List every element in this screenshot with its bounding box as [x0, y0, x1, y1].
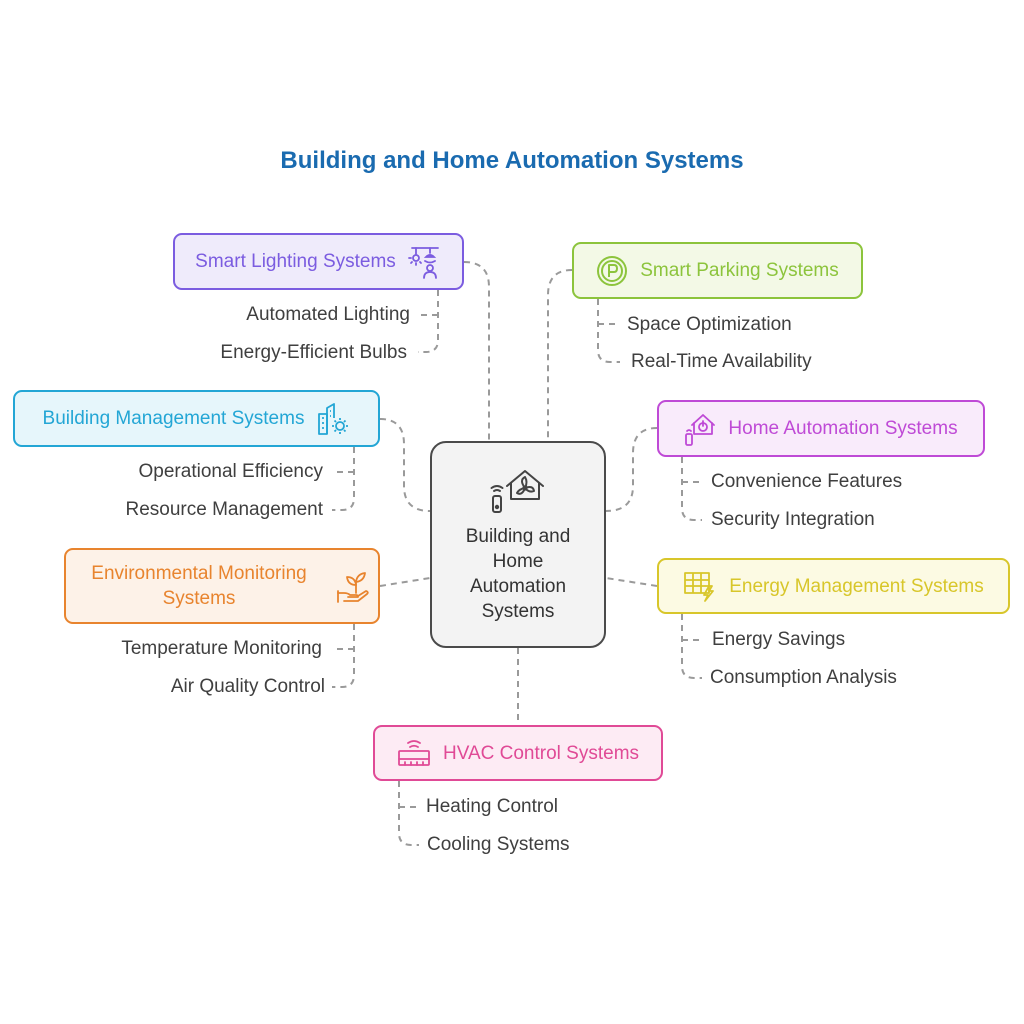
category-building-management: Building Management Systems — [13, 390, 380, 447]
connector-smart-parking — [547, 269, 573, 441]
connector-energy-management — [605, 577, 658, 587]
sub-item: Energy Savings — [712, 629, 846, 650]
sub-item: Consumption Analysis — [710, 667, 897, 688]
bracket-home-automation — [681, 457, 702, 521]
central-node: Building and Home Automation Systems — [430, 441, 606, 648]
building-gear-icon — [318, 402, 349, 435]
sub-item: Cooling Systems — [427, 834, 570, 855]
plant-hand-icon — [337, 572, 369, 603]
connector-environmental-monitoring — [379, 577, 431, 587]
category-smart-parking: Smart Parking Systems — [572, 242, 863, 299]
smart-lighting-icon — [407, 246, 439, 279]
sub-item: Security Integration — [711, 509, 875, 530]
category-label: Smart Parking Systems — [640, 260, 839, 281]
sub-item: Resource Management — [125, 499, 324, 520]
sub-item: Energy-Efficient Bulbs — [220, 342, 407, 363]
sub-item: Real-Time Availability — [631, 351, 812, 372]
category-smart-lighting: Smart Lighting Systems — [173, 233, 464, 290]
smart-home-fan-icon — [490, 469, 544, 513]
bracket-building-management — [332, 447, 355, 511]
central-node-label: Building and Home Automation Systems — [465, 525, 571, 622]
bracket-smart-lighting — [418, 290, 439, 353]
parking-icon — [597, 255, 628, 286]
sub-item: Automated Lighting — [246, 304, 410, 325]
category-environmental-monitoring: Environmental Monitoring Systems — [64, 548, 380, 624]
sub-item: Operational Efficiency — [138, 461, 323, 482]
sub-item: Heating Control — [426, 796, 559, 817]
category-label: Smart Lighting Systems — [195, 251, 396, 272]
bracket-environmental-monitoring — [332, 624, 355, 688]
air-conditioner-icon — [398, 740, 430, 766]
category-energy-management: Energy Management Systems — [657, 558, 1010, 614]
sub-item: Temperature Monitoring — [121, 638, 322, 659]
connector-home-automation — [605, 427, 658, 512]
sub-item: Air Quality Control — [170, 676, 325, 697]
diagram-title: Building and Home Automation Systems — [280, 147, 744, 174]
category-label: Energy Management Systems — [729, 575, 984, 597]
category-label: Building Management Systems — [42, 408, 305, 429]
category-hvac-control: HVAC Control Systems — [373, 725, 663, 781]
category-label: Home Automation Systems — [728, 418, 958, 439]
sub-item: Space Optimization — [627, 314, 792, 335]
bracket-energy-management — [681, 614, 702, 679]
connector-smart-lighting — [463, 261, 490, 441]
solar-panel-bolt-icon — [684, 572, 715, 602]
category-home-automation: Home Automation Systems — [657, 400, 985, 457]
connector-building-management — [379, 418, 431, 512]
bracket-smart-parking — [597, 299, 620, 363]
home-power-remote-icon — [685, 413, 716, 446]
bracket-hvac-control — [398, 781, 419, 846]
sub-item: Convenience Features — [711, 471, 903, 492]
category-label: Environmental Monitoring Systems — [91, 563, 307, 609]
category-label: HVAC Control Systems — [442, 742, 640, 764]
